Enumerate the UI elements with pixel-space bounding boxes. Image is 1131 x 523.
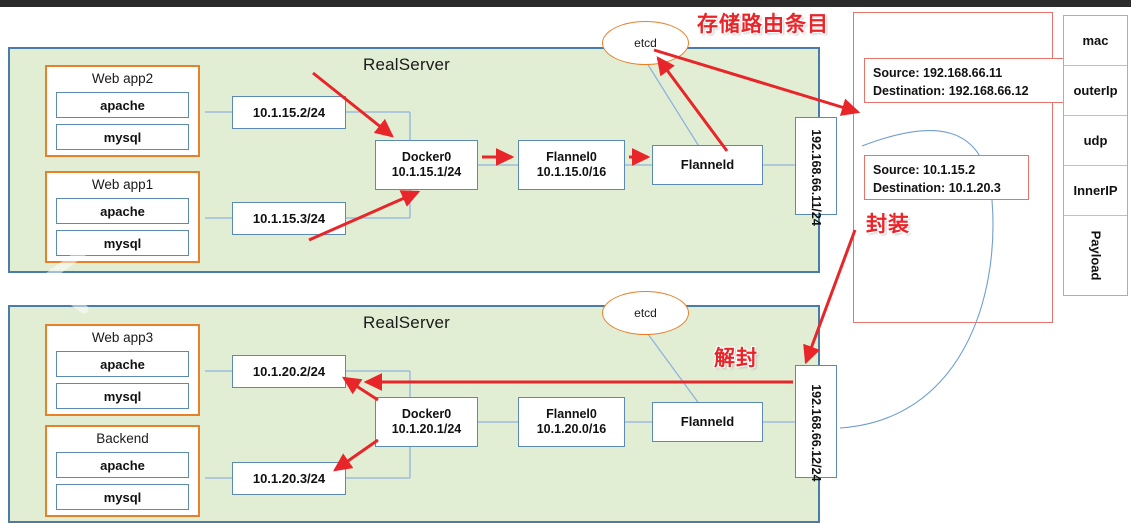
host-ip-label: 192.168.66.12/24 <box>809 384 824 482</box>
container-ip-10-1-15-2: 10.1.15.2/24 <box>232 96 346 129</box>
service-mysql[interactable]: mysql <box>56 124 189 150</box>
realserver-bottom-title: RealServer <box>363 313 451 332</box>
outer-ip-header-box: Source: 192.168.66.11 Destination: 192.1… <box>864 58 1067 103</box>
app-title: Web app2 <box>91 71 154 86</box>
realserver-top-title: RealServer <box>363 55 451 74</box>
annotation-encapsulation: 封装 <box>866 212 910 236</box>
flannel0-interface-bottom: Flannel0 10.1.20.0/16 <box>518 397 625 447</box>
inner-header-destination: Destination: 10.1.20.3 <box>873 181 1001 196</box>
flannel0-name: Flannel0 <box>546 406 597 421</box>
docker0-bridge-bottom: Docker0 10.1.20.1/24 <box>375 397 478 447</box>
app-title: Web app3 <box>91 330 154 345</box>
etcd-node-top[interactable]: etcd <box>602 21 689 65</box>
outer-header-destination: Destination: 192.168.66.12 <box>873 84 1029 99</box>
packet-layer-udp: udp <box>1064 116 1127 166</box>
annotation-store-route-entries: 存储路由条目 <box>697 12 829 36</box>
docker0-name: Docker0 <box>401 149 452 164</box>
app-title: Web app1 <box>91 177 154 192</box>
docker0-ip: 10.1.15.1/24 <box>391 165 462 179</box>
inner-header-source: Source: 10.1.15.2 <box>873 163 976 177</box>
flanneld-daemon-top: Flanneld <box>652 145 763 185</box>
packet-layer-payload: Payload <box>1064 216 1127 294</box>
service-mysql[interactable]: mysql <box>56 383 189 409</box>
packet-layer-outerip: outerIp <box>1064 66 1127 116</box>
flannel0-ip: 10.1.20.0/16 <box>536 422 607 436</box>
host-ip-192-168-66-12: 192.168.66.12/24 <box>795 365 837 482</box>
service-mysql[interactable]: mysql <box>56 230 189 256</box>
container-ip-10-1-20-3: 10.1.20.3/24 <box>232 462 346 495</box>
app-container-web-app1[interactable]: Web app1 apache mysql <box>45 171 200 263</box>
app-container-web-app2[interactable]: Web app2 apache mysql <box>45 65 200 157</box>
packet-layer-innerip: InnerIP <box>1064 166 1127 216</box>
host-ip-label: 192.168.66.11/24 <box>809 129 824 226</box>
container-ip-10-1-15-3: 10.1.15.3/24 <box>232 202 346 235</box>
flannel0-name: Flannel0 <box>546 149 597 164</box>
packet-layer-mac: mac <box>1064 16 1127 66</box>
outer-header-source: Source: 192.168.66.11 <box>873 66 1003 80</box>
payload-label: Payload <box>1087 230 1103 280</box>
window-top-bar <box>0 0 1131 7</box>
inner-ip-header-box: Source: 10.1.15.2 Destination: 10.1.20.3 <box>864 155 1029 200</box>
service-apache[interactable]: apache <box>56 198 189 224</box>
service-apache[interactable]: apache <box>56 351 189 377</box>
host-ip-192-168-66-11: 192.168.66.11/24 <box>795 117 837 226</box>
flannel0-interface-top: Flannel0 10.1.15.0/16 <box>518 140 625 190</box>
app-title: Backend <box>96 431 149 446</box>
app-container-web-app3[interactable]: Web app3 apache mysql <box>45 324 200 416</box>
app-container-backend[interactable]: Backend apache mysql <box>45 425 200 517</box>
flannel0-ip: 10.1.15.0/16 <box>536 165 607 179</box>
packet-layer-stack: mac outerIp udp InnerIP Payload <box>1063 15 1128 296</box>
flanneld-daemon-bottom: Flanneld <box>652 402 763 442</box>
annotation-decapsulation: 解封 <box>714 346 758 370</box>
service-mysql[interactable]: mysql <box>56 484 189 510</box>
docker0-bridge-top: Docker0 10.1.15.1/24 <box>375 140 478 190</box>
service-apache[interactable]: apache <box>56 452 189 478</box>
service-apache[interactable]: apache <box>56 92 189 118</box>
etcd-node-bottom[interactable]: etcd <box>602 291 689 335</box>
container-ip-10-1-20-2: 10.1.20.2/24 <box>232 355 346 388</box>
docker0-ip: 10.1.20.1/24 <box>391 422 462 436</box>
docker0-name: Docker0 <box>401 406 452 421</box>
